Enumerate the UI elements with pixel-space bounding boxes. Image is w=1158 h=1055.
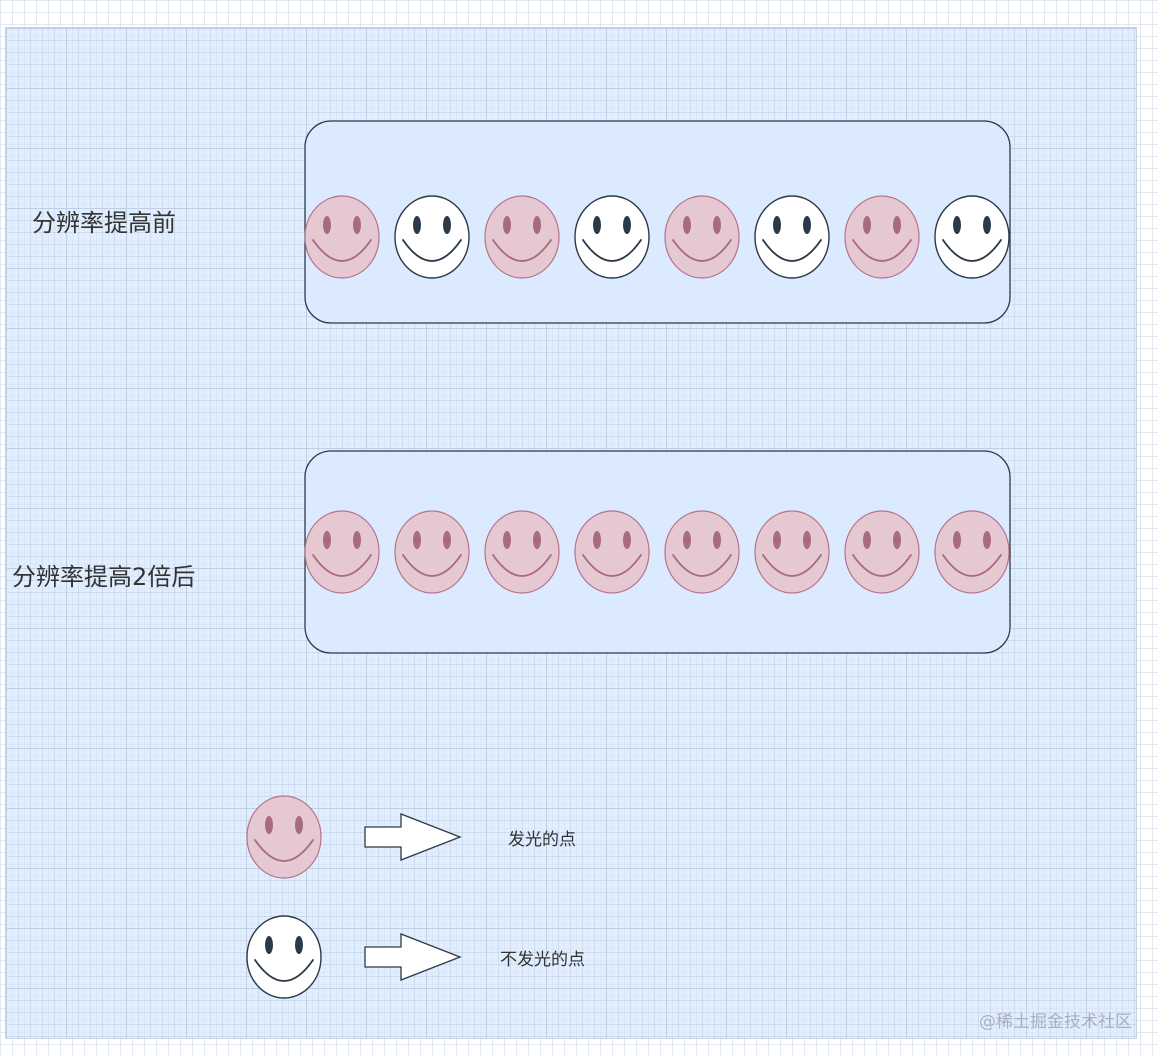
dark-pixel-smiley-icon [574, 195, 650, 279]
pixel-row-before [304, 195, 1010, 279]
legend-arrow-icon-dark [364, 933, 462, 981]
glowing-pixel-smiley-icon [484, 195, 560, 279]
pixel-row-box-before[interactable] [304, 120, 1011, 324]
dark-pixel-smiley-icon [394, 195, 470, 279]
glowing-pixel-smiley-icon [664, 510, 740, 594]
label-before-resolution: 分辨率提高前 [32, 209, 176, 237]
dark-pixel-smiley-icon [934, 195, 1010, 279]
legend-not-glowing-label: 不发光的点 [500, 950, 585, 970]
label-after-resolution: 分辨率提高2倍后 [12, 563, 196, 591]
glowing-pixel-smiley-icon [246, 795, 322, 879]
glowing-pixel-smiley-icon [394, 510, 470, 594]
glowing-pixel-smiley-icon [304, 195, 380, 279]
watermark: @稀土掘金技术社区 [979, 1012, 1132, 1032]
legend-arrow-icon-glowing [364, 813, 462, 861]
glowing-pixel-smiley-icon [574, 510, 650, 594]
legend-dark-smiley-icon [246, 915, 322, 999]
glowing-pixel-smiley-icon [484, 510, 560, 594]
glowing-pixel-smiley-icon [844, 195, 920, 279]
legend-glowing-label: 发光的点 [508, 830, 576, 850]
dark-pixel-smiley-icon [246, 915, 322, 999]
glowing-pixel-smiley-icon [844, 510, 920, 594]
dark-pixel-smiley-icon [754, 195, 830, 279]
glowing-pixel-smiley-icon [934, 510, 1010, 594]
glowing-pixel-smiley-icon [754, 510, 830, 594]
glowing-pixel-smiley-icon [664, 195, 740, 279]
legend-glowing-smiley-icon [246, 795, 322, 879]
pixel-row-after [304, 510, 1010, 594]
glowing-pixel-smiley-icon [304, 510, 380, 594]
